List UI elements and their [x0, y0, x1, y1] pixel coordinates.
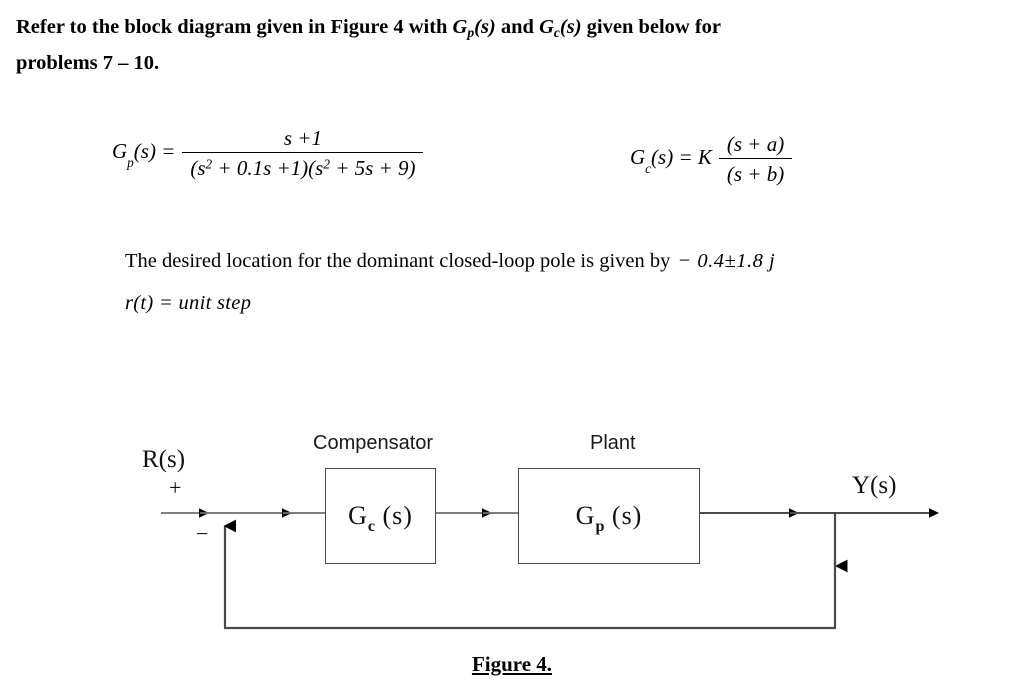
- compensator-numerator: (s + a): [726, 132, 785, 156]
- dominant-pole-statement: The desired location for the dominant cl…: [125, 250, 775, 273]
- plant-block-subscript: p: [595, 517, 605, 535]
- header-gc-subscript: c: [553, 24, 560, 40]
- header-paragraph: Refer to the block diagram given in Figu…: [16, 12, 1006, 79]
- compensator-block-label: Compensator: [313, 432, 434, 454]
- plant-lhs-subscript: p: [127, 154, 134, 170]
- header-text-part-2: and: [495, 16, 540, 38]
- compensator-equation-lhs: Gc(s) = K: [630, 145, 712, 176]
- compensator-fraction: (s + a) (s + b): [718, 132, 793, 186]
- equations-row: Gp(s) = s +1 (s2 + 0.1s +1)(s2 + 5s + 9)…: [0, 118, 1024, 203]
- figure-caption-text: Figure 4.: [471, 652, 553, 676]
- header-line-2: problems 7 – 10.: [16, 51, 160, 74]
- input-signal-label: R(s): [142, 446, 186, 473]
- input-signal-statement: r(t) = unit step: [125, 292, 252, 314]
- dominant-pole-text: The desired location for the dominant cl…: [125, 250, 671, 272]
- summing-junction-plus-sign: +: [169, 475, 182, 500]
- compensator-block-subscript: c: [367, 517, 375, 535]
- plant-block[interactable]: Gp (s): [518, 468, 700, 564]
- header-gp-subscript: p: [467, 24, 475, 40]
- header-text-part-3: given below for: [581, 16, 722, 38]
- compensator-lhs-subscript: c: [645, 160, 652, 176]
- header-gc-symbol: Gc(s): [539, 16, 582, 40]
- plant-block-text: Gp (s): [575, 501, 643, 535]
- plant-block-label: Plant: [590, 432, 636, 454]
- compensator-transfer-function-equation: Gc(s) = K (s + a) (s + b): [630, 132, 794, 186]
- compensator-block[interactable]: Gc (s): [325, 468, 436, 564]
- plant-denominator-exponent-1: 2: [205, 156, 213, 172]
- plant-denominator: (s2 + 0.1s +1)(s2 + 5s + 9): [182, 152, 424, 180]
- compensator-block-text: Gc (s): [348, 501, 413, 535]
- plant-transfer-function-equation: Gp(s) = s +1 (s2 + 0.1s +1)(s2 + 5s + 9): [112, 126, 425, 180]
- summing-junction-minus-sign: −: [196, 521, 209, 546]
- plant-denominator-exponent-2: 2: [323, 156, 330, 172]
- plant-fraction: s +1 (s2 + 0.1s +1)(s2 + 5s + 9): [182, 126, 424, 180]
- header-text-part-1: Refer to the block diagram given in Figu…: [16, 16, 453, 38]
- compensator-denominator: (s + b): [718, 158, 793, 186]
- dominant-pole-value: − 0.4±1.8 j: [677, 250, 776, 272]
- output-signal-label: Y(s): [852, 472, 897, 499]
- plant-equation-lhs: Gp(s) =: [112, 139, 176, 170]
- figure-caption: Figure 4.: [0, 652, 1024, 677]
- header-gp-symbol: Gp(s): [452, 16, 496, 40]
- plant-numerator: s +1: [283, 126, 322, 150]
